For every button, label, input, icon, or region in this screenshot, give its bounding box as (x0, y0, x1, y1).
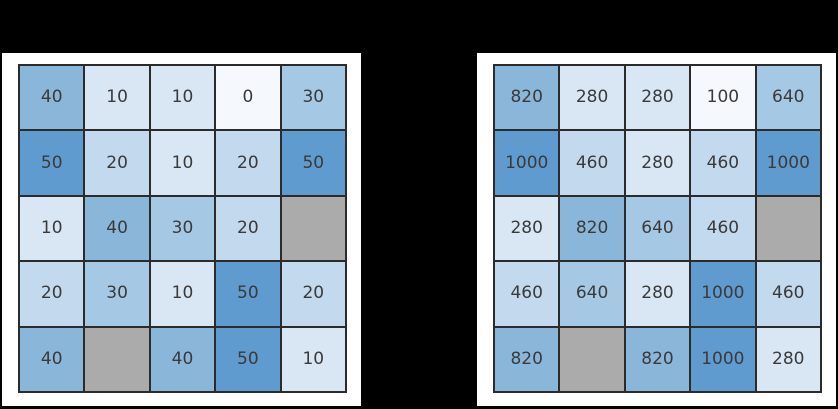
heatmap-cell: 280 (560, 66, 624, 130)
heatmap-cell: 10 (85, 66, 149, 130)
heatmap-cell: 50 (216, 262, 280, 326)
heatmap-cell: 20 (216, 196, 280, 261)
heatmap-cell: 20 (216, 131, 280, 195)
heatmap-cell: 40 (20, 66, 84, 130)
heatmap-cell: 20 (85, 131, 149, 195)
heatmap-cell: 20 (281, 262, 345, 326)
heatmap-cell: 100 (691, 66, 755, 130)
heatmap-cell: 10 (150, 66, 215, 130)
heatmap-cell: 280 (495, 196, 559, 261)
heatmap-cell: 40 (150, 327, 215, 391)
heatmap-cell: 30 (281, 66, 345, 130)
heatmap-cell: 30 (85, 262, 149, 326)
heatmap-cell: 460 (495, 262, 559, 326)
heatmap-cell: 50 (216, 327, 280, 391)
heatmap-cell: 50 (20, 131, 84, 195)
heatmap-cell-masked (560, 327, 624, 391)
heatmap-cell: 820 (625, 327, 690, 391)
heatmap-cell: 20 (20, 262, 84, 326)
heatmap-cell: 40 (20, 327, 84, 391)
heatmap-cell: 640 (560, 262, 624, 326)
heatmap-cell: 280 (625, 131, 690, 195)
heatmap-cell: 10 (281, 327, 345, 391)
heatmap-cell: 1000 (691, 327, 755, 391)
heatmap-cell: 820 (495, 327, 559, 391)
heatmap-cell: 10 (20, 196, 84, 261)
heatmap-cell: 1000 (756, 131, 820, 195)
heatmap-cell: 820 (560, 196, 624, 261)
heatmap-cell: 460 (691, 196, 755, 261)
heatmap-cell-masked (85, 327, 149, 391)
heatmap-cell: 280 (625, 262, 690, 326)
heatmap-cell: 640 (625, 196, 690, 261)
heatmap-cell: 820 (495, 66, 559, 130)
heatmap-cell: 40 (85, 196, 149, 261)
heatmap-cell: 460 (756, 262, 820, 326)
heatmap-cell: 10 (150, 262, 215, 326)
heatmap-cell-masked (756, 196, 820, 261)
heatmap-cell: 280 (625, 66, 690, 130)
heatmap-cell: 30 (150, 196, 215, 261)
heatmap-cell: 280 (756, 327, 820, 391)
heatmap-cell: 10 (150, 131, 215, 195)
heatmap-cell: 0 (216, 66, 280, 130)
heatmap-cell: 50 (281, 131, 345, 195)
heatmap-cell: 1000 (495, 131, 559, 195)
heatmap-cell: 460 (560, 131, 624, 195)
heatmap-cell-masked (281, 196, 345, 261)
heatmap-cell: 460 (691, 131, 755, 195)
heatmap-cell: 1000 (691, 262, 755, 326)
heatmap-cell: 640 (756, 66, 820, 130)
